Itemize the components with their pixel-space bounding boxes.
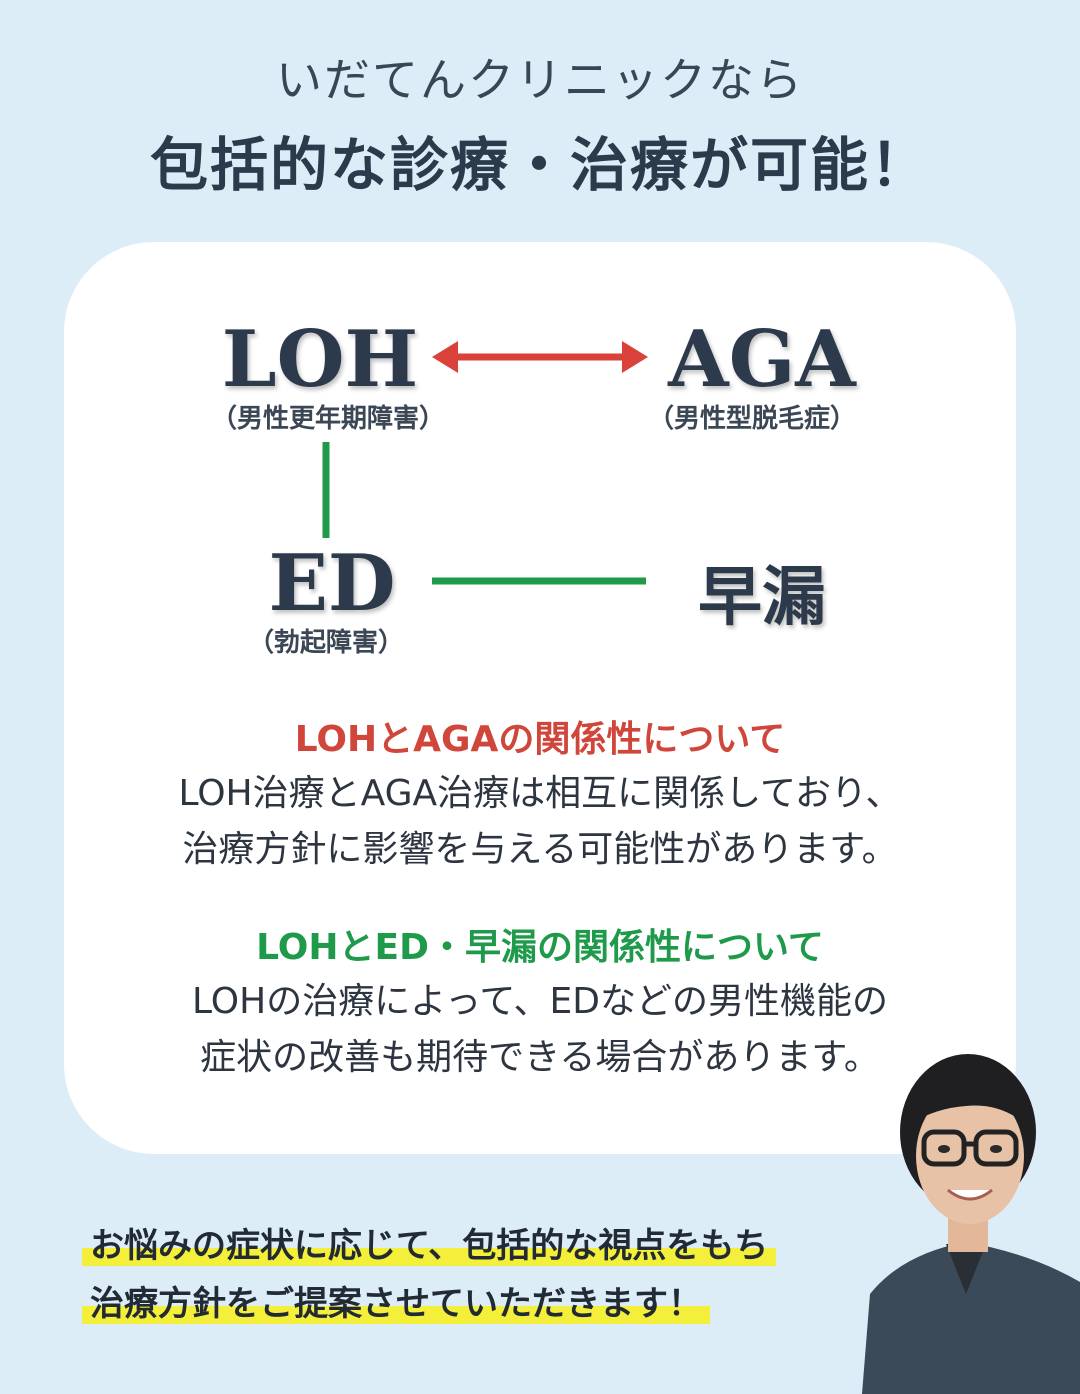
diagram-connectors [322,341,648,585]
node-loh-sub: （男性更年期障害） [210,404,445,434]
bottom-message-line-1: お悩みの症状に応じて、包括的な視点をもち [82,1218,777,1267]
node-loh-title: LOH [221,314,419,405]
node-soro-title: 早漏 [698,561,826,635]
node-aga-sub: （男性型脱毛症） [647,404,856,434]
bottom-message-line-2: 治療方針をご提案させていただきます！ [82,1276,710,1325]
relationship-diagram: LOH （男性更年期障害） AGA （男性型脱毛症） ED （勃起障害） 早漏 [210,314,856,658]
header-title: 包括的な診療・治療が可能！ [149,131,930,199]
aga-relation-heading: LOHとAGAの関係性について [294,719,786,760]
node-ed-title: ED [268,538,396,629]
content-card [64,242,1016,1154]
ed-relation-line-1: LOHの治療によって、EDなどの男性機能の [192,981,888,1022]
aga-relation-line-2: 治療方針に影響を与える可能性があります。 [182,829,898,870]
header-subtitle: いだてんクリニックなら [276,53,804,107]
loh-aga-double-arrow [432,341,648,373]
bottom-message-text-1: お悩みの症状に応じて、包括的な視点をもち [82,1226,777,1266]
aga-relation-line-1: LOH治療とAGA治療は相互に関係しており、 [178,773,902,814]
ed-relation-line-2: 症状の改善も期待できる場合があります。 [200,1037,880,1078]
node-ed-sub: （勃起障害） [247,628,404,658]
ed-relation-heading: LOHとED・早漏の関係性について [256,927,824,968]
doctor-avatar [862,1054,1080,1394]
node-aga-title: AGA [668,314,856,405]
bottom-message-text-2: 治療方針をご提案させていただきます！ [82,1284,710,1324]
